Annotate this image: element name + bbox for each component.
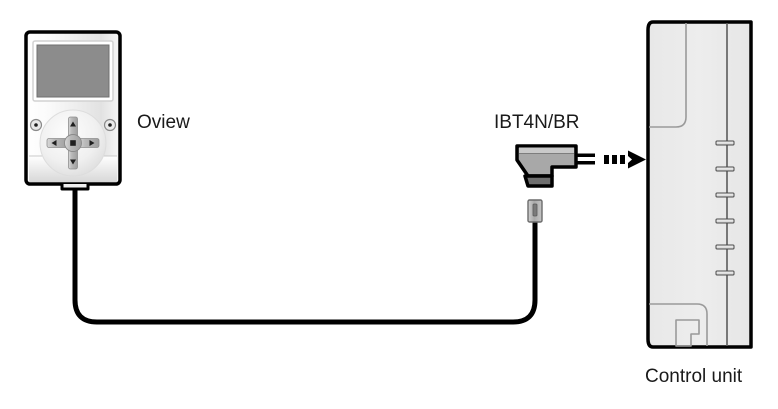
vent-slot bbox=[715, 192, 735, 198]
lcd-screen bbox=[36, 44, 110, 98]
control-unit-upper-panel bbox=[649, 23, 687, 128]
vent-slot bbox=[715, 140, 735, 146]
right-soft-key[interactable] bbox=[103, 118, 117, 132]
oview-device[interactable] bbox=[24, 30, 122, 191]
oview-label: Oview bbox=[137, 112, 190, 133]
left-soft-key[interactable] bbox=[29, 118, 43, 132]
insertion-direction-arrow bbox=[604, 150, 646, 169]
arrow-dash-2 bbox=[612, 155, 617, 164]
control-unit-lower-panel bbox=[649, 303, 708, 346]
vent-slot bbox=[715, 270, 735, 276]
vent-slot bbox=[715, 244, 735, 250]
arrow-head bbox=[628, 150, 646, 169]
control-unit-foot-detail bbox=[675, 319, 700, 347]
control-unit-vent-slots bbox=[715, 140, 735, 276]
arrow-dash-3 bbox=[620, 155, 625, 164]
control-unit-label: Control unit bbox=[645, 366, 743, 387]
cable-path bbox=[72, 182, 538, 325]
control-unit-device[interactable] bbox=[646, 20, 753, 349]
control-unit-body bbox=[646, 20, 753, 349]
cable-strain-relief bbox=[60, 184, 90, 191]
adapter-prongs bbox=[575, 153, 595, 165]
adapter-bottom-lip bbox=[523, 174, 554, 188]
vent-slot bbox=[715, 166, 735, 172]
select-button[interactable] bbox=[64, 134, 82, 152]
adapter-top-strip bbox=[519, 147, 574, 154]
interface-label: IBT4N/BR bbox=[494, 112, 580, 133]
up-button[interactable] bbox=[68, 116, 78, 139]
connection-cable bbox=[72, 182, 538, 325]
ibt4n-br-adapter[interactable] bbox=[515, 144, 595, 223]
cable-jack bbox=[527, 199, 543, 223]
vent-slot bbox=[715, 218, 735, 224]
arrow-dash-1 bbox=[604, 155, 609, 164]
